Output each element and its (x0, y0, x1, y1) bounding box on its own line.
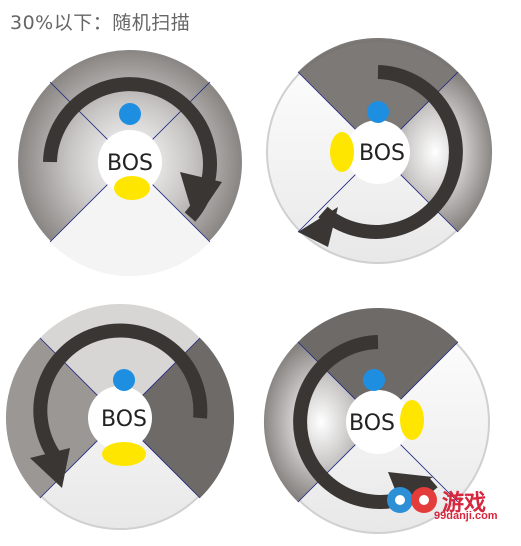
panel-top-right: BOS (258, 32, 498, 272)
blue-marker (113, 369, 135, 391)
arrow-head-icon (30, 448, 70, 488)
panel-top-left: BOS (10, 42, 250, 282)
blue-marker (363, 369, 385, 391)
boss-label: BOS (101, 407, 147, 432)
scan-diagram: BOS (263, 307, 490, 534)
yellow-marker (400, 400, 424, 440)
yellow-marker (330, 132, 354, 172)
scan-diagram: BOS (266, 37, 493, 264)
boss-label: BOS (107, 151, 153, 176)
yellow-marker (114, 176, 150, 200)
arrow-head-icon (298, 207, 338, 247)
watermark-url: 99danji.com (434, 510, 498, 522)
blue-marker (367, 101, 389, 123)
scan-diagram: BOS (18, 50, 242, 277)
boss-label: BOS (359, 141, 405, 166)
panel-bottom-left: BOS (0, 298, 240, 538)
blue-marker (119, 103, 141, 125)
panel-bottom-right: BOS (258, 302, 498, 542)
yellow-marker (102, 442, 146, 466)
boss-label: BOS (349, 411, 395, 436)
svg-text:游戏: 游戏 (442, 490, 486, 516)
arrow-head-icon (180, 172, 222, 222)
watermark-logo: 游戏 (384, 478, 514, 538)
caption: 30%以下：随机扫描 (10, 12, 191, 34)
scan-diagram: BOS (5, 303, 235, 530)
